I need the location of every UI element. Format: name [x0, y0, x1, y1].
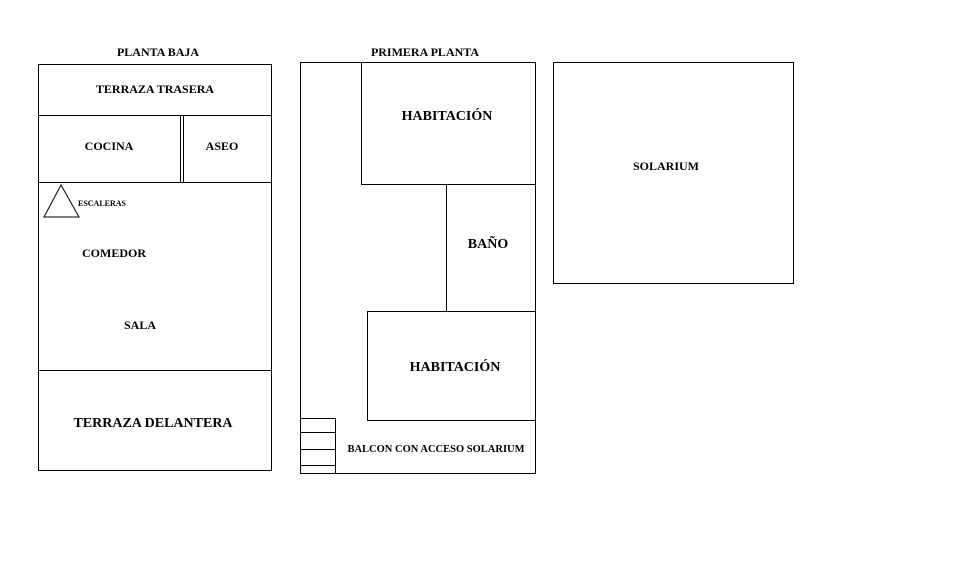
room-terraza-delantera: TERRAZA DELANTERA [73, 416, 233, 431]
room-habitacion-2: HABITACIÓN [410, 358, 501, 375]
room-aseo: ASEO [206, 139, 239, 153]
stairs-triangle [43, 183, 80, 218]
room-solarium: SOLARIUM [633, 159, 699, 173]
room-cocina: COCINA [85, 139, 134, 153]
planta-baja-title: PLANTA BAJA [117, 45, 199, 59]
primera-planta-outline [300, 62, 536, 474]
room-balcon: BALCON CON ACCESO SOLARIUM [347, 444, 524, 455]
planta-baja-outline [38, 64, 272, 471]
room-sala: SALA [124, 318, 156, 332]
room-comedor: COMEDOR [82, 246, 146, 260]
primera-planta-plan: PRIMERA PLANTA HABITACIÓN BAÑO HABITACIÓ… [300, 45, 536, 474]
solarium-outline [553, 62, 794, 284]
planta-baja-plan: PLANTA BAJA TERRAZA TRASERA COCINA ASEO … [38, 45, 272, 471]
room-terraza-trasera: TERRAZA TRASERA [96, 82, 214, 96]
solarium-plan: SOLARIUM [553, 62, 794, 284]
room-habitacion-1: HABITACIÓN [402, 107, 493, 124]
primera-planta-title: PRIMERA PLANTA [371, 45, 479, 59]
room-escaleras: ESCALERAS [78, 199, 127, 208]
room-bano: BAÑO [468, 234, 509, 252]
